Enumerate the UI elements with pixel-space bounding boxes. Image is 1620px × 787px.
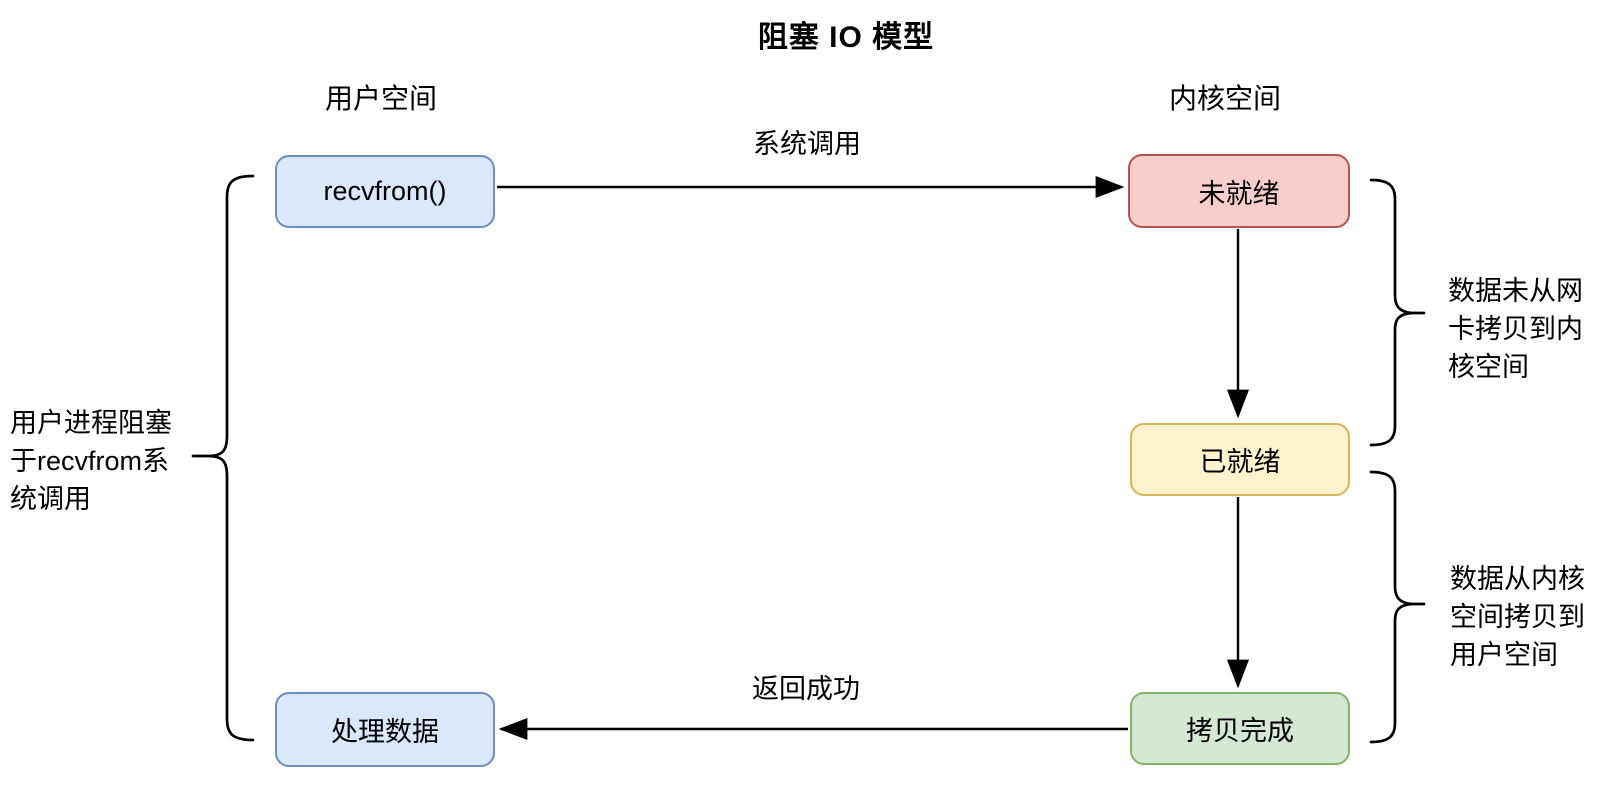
node-not-ready: 未就绪	[1128, 154, 1350, 228]
user-space-header: 用户空间	[324, 83, 437, 114]
node-copy-done: 拷贝完成	[1130, 692, 1350, 765]
node-ready: 已就绪	[1130, 423, 1350, 496]
node-recvfrom: recvfrom()	[275, 155, 495, 228]
right-brace-top-annotation: 数据未从网 卡拷贝到内 核空间	[1448, 276, 1583, 382]
node-process-data: 处理数据	[275, 692, 495, 767]
left-brace	[191, 174, 255, 742]
left-brace-annotation: 用户进程阻塞 于recvfrom系 统调用	[10, 408, 172, 514]
diagram-title: 阻塞 IO 模型	[757, 21, 935, 54]
syscall-arrow-label: 系统调用	[753, 129, 861, 159]
right-brace-top	[1369, 178, 1426, 447]
return-success-arrow-label: 返回成功	[752, 674, 860, 704]
kernel-space-header: 内核空间	[1168, 83, 1281, 114]
right-brace-bottom	[1369, 470, 1426, 744]
right-brace-bottom-annotation: 数据从内核 空间拷贝到 用户空间	[1450, 564, 1585, 670]
